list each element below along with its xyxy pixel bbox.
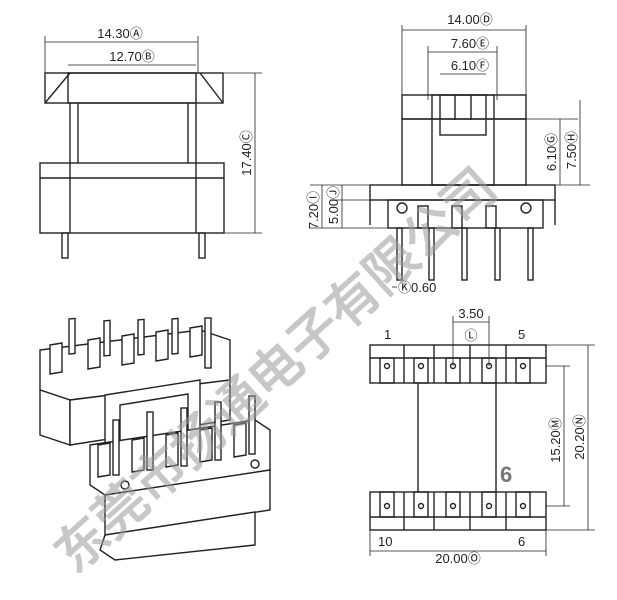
dim-e-label: 7.60Ⓔ [451, 36, 489, 51]
side-view: 14.00Ⓓ 7.60Ⓔ 6.10Ⓕ 6.10Ⓖ 7.50Ⓗ 7.20Ⓘ 5.0… [306, 12, 590, 295]
dim-k-label: Ⓚ0.60 [398, 280, 436, 295]
isometric-view [39, 317, 271, 561]
pin-10-label: 10 [378, 534, 392, 549]
pin-5-label: 5 [518, 327, 525, 342]
pin-6-label: 6 [518, 534, 525, 549]
dim-d-label: 14.00Ⓓ [447, 12, 493, 27]
dim-h-label: 7.50Ⓗ [564, 131, 579, 169]
front-view: 14.30Ⓐ 12.70Ⓑ 17.40Ⓒ [39, 26, 262, 259]
dim-j-label: 5.00Ⓙ [326, 186, 341, 224]
dim-l-label: 3.50 [458, 306, 483, 321]
dim-g-label: 6.10Ⓖ [544, 133, 559, 171]
dim-l-circle: Ⓛ [464, 328, 477, 343]
dim-o-label: 20.00Ⓞ [435, 551, 481, 566]
dim-m-label: 15.20Ⓜ [548, 417, 563, 463]
dim-n-label: 20.20Ⓝ [572, 414, 587, 460]
bottom-view: 1 5 10 6 3.50 Ⓛ 15.20Ⓜ 20.20Ⓝ 20.00Ⓞ 6 [369, 306, 595, 566]
dim-b-label: 12.70Ⓑ [109, 49, 155, 64]
dim-a-label: 14.30Ⓐ [97, 26, 143, 41]
pin-1-label: 1 [384, 327, 391, 342]
dim-i-label: 7.20Ⓘ [306, 191, 321, 229]
dim-f-label: 6.10Ⓕ [451, 58, 489, 73]
marker-6: 6 [500, 462, 512, 487]
dim-c-label: 17.40Ⓒ [239, 130, 254, 176]
